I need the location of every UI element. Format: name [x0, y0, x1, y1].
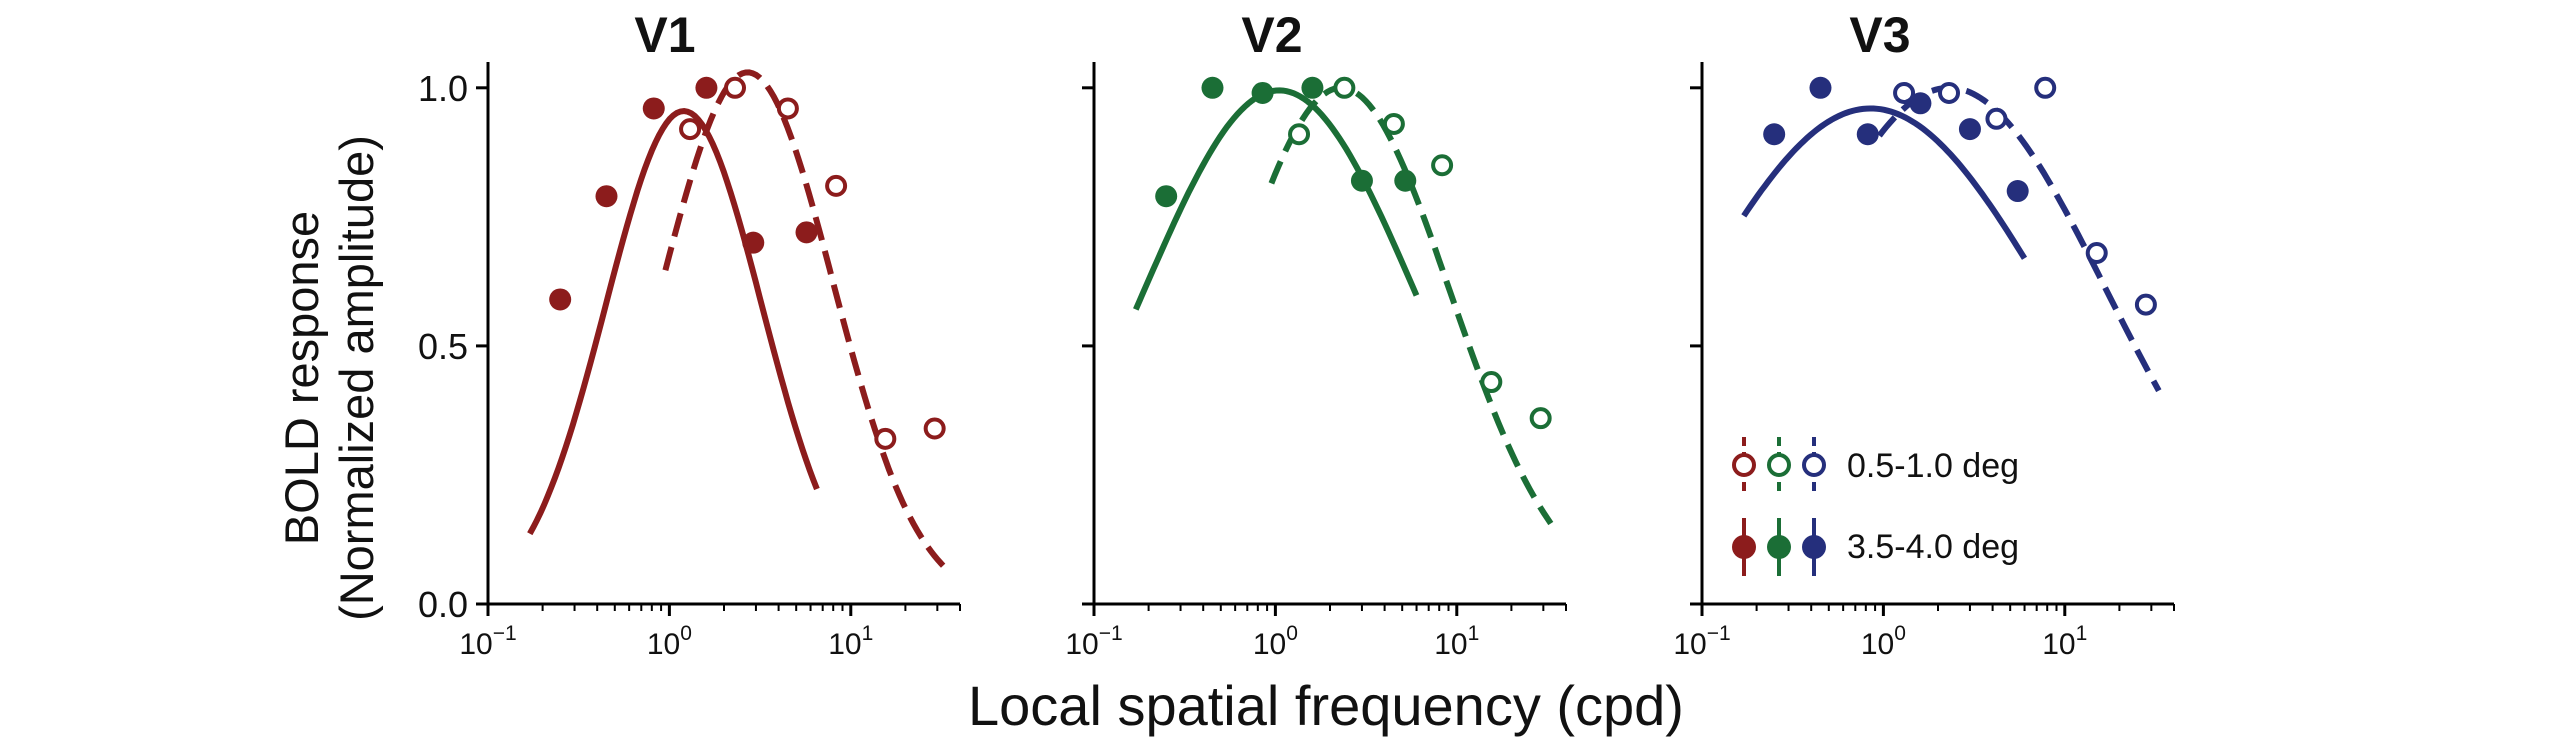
x-tick-label: 101	[2042, 622, 2087, 661]
fit-curve-dashed	[1268, 84, 1554, 526]
data-point-filled	[595, 185, 618, 208]
data-point-open	[1431, 154, 1454, 177]
data-point-filled	[549, 288, 572, 311]
data-point-filled	[1394, 169, 1417, 192]
x-tick-label: 101	[1434, 622, 1479, 661]
data-point-filled	[1350, 169, 1373, 192]
legend-label-filled: 3.5-4.0 deg	[1847, 528, 2019, 566]
data-point-open	[2134, 293, 2157, 316]
data-point-filled	[2006, 180, 2029, 203]
data-point-open	[724, 76, 747, 99]
panel-title: V3	[1849, 7, 1910, 63]
fit-curve-solid	[1741, 105, 2028, 260]
x-tick-label: 100	[1861, 622, 1906, 661]
y-axis-label-line2: (Normalized amplitude)	[330, 135, 383, 621]
panel-v1: V1 0.0 0.5 1.0 10−1 100 101	[418, 7, 961, 661]
legend-open-marker	[1732, 453, 1756, 477]
data-point-filled	[642, 97, 665, 120]
data-point-filled	[1909, 92, 1932, 115]
data-point-filled	[1763, 123, 1786, 146]
data-point-filled	[1958, 118, 1981, 141]
data-point-filled	[1301, 76, 1324, 99]
x-tick-label: 100	[647, 622, 692, 661]
data-point-open	[1985, 107, 2008, 130]
data-point-open	[1893, 81, 1916, 104]
data-point-filled	[1809, 76, 1832, 99]
data-point-open	[679, 118, 702, 141]
x-tick-label: 10−1	[1673, 622, 1730, 661]
fit-curve-dashed	[1877, 84, 2162, 393]
data-point-open	[923, 417, 946, 440]
legend-open-marker	[1802, 453, 1826, 477]
y-tick-label: 1.0	[418, 68, 468, 109]
legend-filled-marker	[1802, 535, 1826, 559]
y-axis-label-line1: BOLD response	[275, 211, 328, 545]
x-tick-label: 100	[1253, 622, 1298, 661]
panel-title: V2	[1241, 7, 1302, 63]
fit-curve-solid	[527, 107, 820, 536]
data-point-filled	[695, 76, 718, 99]
data-point-open	[776, 97, 799, 120]
x-tick-label: 10−1	[1065, 622, 1122, 661]
legend: 0.5-1.0 deg 3.5-4.0 deg	[1732, 437, 2019, 576]
data-point-filled	[1856, 123, 1879, 146]
panel-v2: V2 10−1 100 101	[1065, 7, 1567, 661]
data-point-open	[1288, 123, 1311, 146]
x-tick-label: 10−1	[459, 622, 516, 661]
data-point-filled	[1155, 185, 1178, 208]
y-tick-label: 0.5	[418, 326, 468, 367]
data-point-open	[1480, 371, 1503, 394]
data-point-open	[1529, 407, 1552, 430]
panel-title: V1	[634, 7, 695, 63]
legend-filled-marker	[1767, 535, 1791, 559]
data-point-open	[1382, 112, 1405, 135]
data-point-open	[2085, 241, 2108, 264]
data-point-open	[1333, 76, 1356, 99]
legend-label-open: 0.5-1.0 deg	[1847, 447, 2019, 485]
y-tick-label: 0.0	[418, 584, 468, 625]
x-axis-label: Local spatial frequency (cpd)	[968, 674, 1684, 737]
legend-open-marker	[1767, 453, 1791, 477]
data-point-open	[825, 174, 848, 197]
fit-curve-solid	[1133, 87, 1420, 311]
fit-curve-dashed	[662, 69, 947, 570]
data-point-open	[1938, 81, 1961, 104]
data-point-filled	[1201, 76, 1224, 99]
legend-filled-marker	[1732, 535, 1756, 559]
data-point-open	[2034, 76, 2057, 99]
x-tick-label: 101	[828, 622, 873, 661]
data-point-open	[874, 427, 897, 450]
panel-v3: V3 10−1 100 101	[1673, 7, 2175, 661]
data-point-filled	[1251, 81, 1274, 104]
data-point-filled	[795, 221, 818, 244]
data-point-filled	[742, 231, 765, 254]
